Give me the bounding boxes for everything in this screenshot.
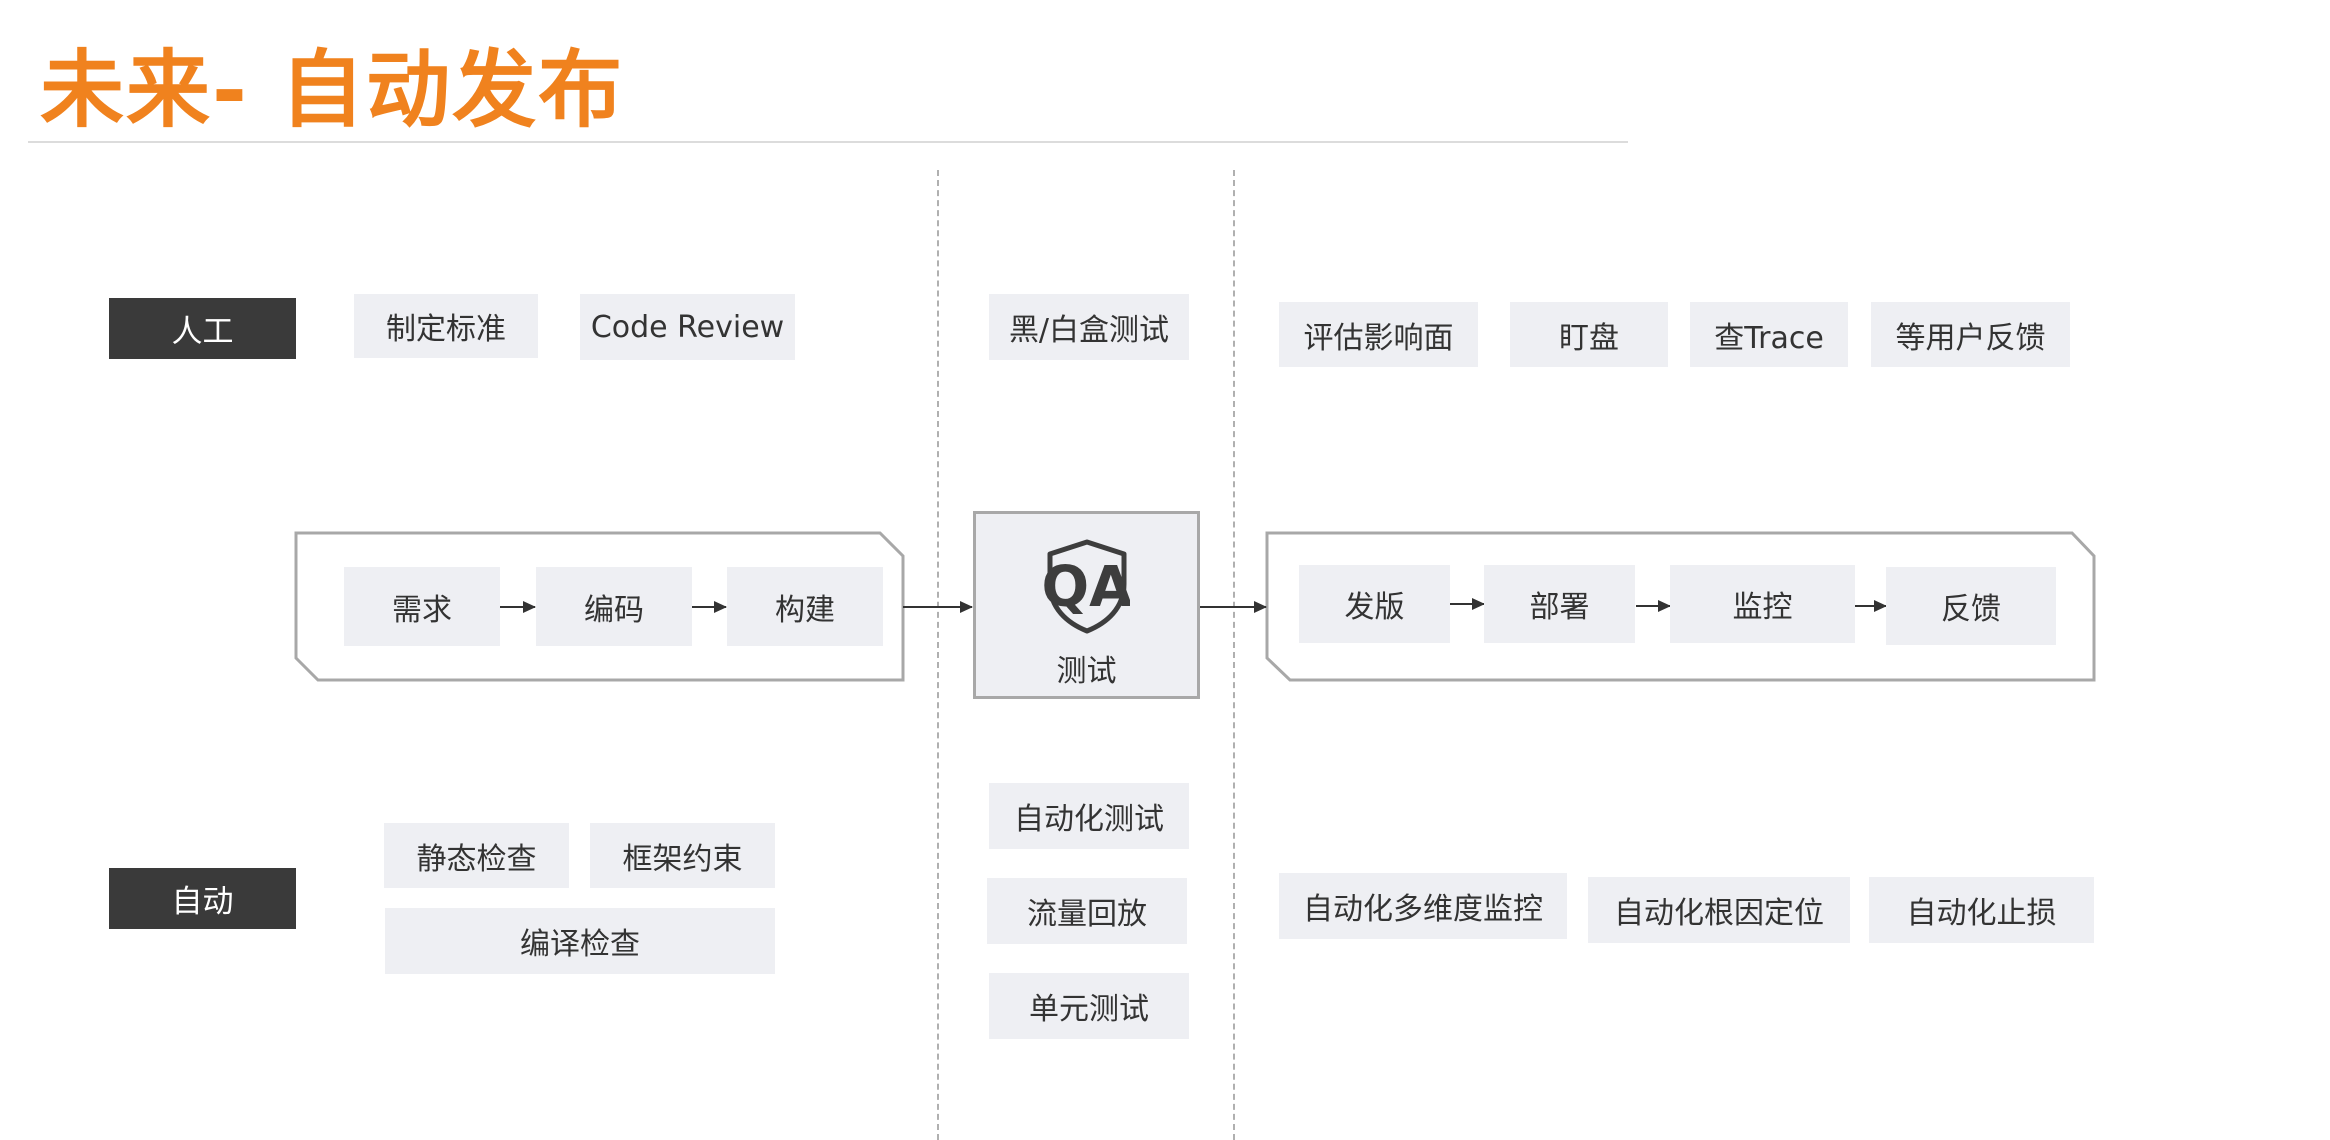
qa-test-box: QA 测试 <box>973 511 1200 699</box>
qa-icon-text: QA <box>1044 555 1130 620</box>
dev-stage-outline <box>294 531 905 682</box>
auto-stop-loss-box: 自动化止损 <box>1869 877 2094 943</box>
auto-monitor-box: 自动化多维度监控 <box>1279 873 1567 939</box>
pipeline-requirement-box: 需求 <box>344 567 500 646</box>
manual-trace-box: 查Trace <box>1690 302 1848 367</box>
auto-static-check-box: 静态检查 <box>384 823 569 888</box>
pipeline-release-box: 发版 <box>1299 565 1450 643</box>
stage-divider-left <box>937 170 939 1140</box>
manual-watch-box: 盯盘 <box>1510 302 1668 367</box>
auto-replay-box: 流量回放 <box>987 878 1187 944</box>
manual-feedback-box: 等用户反馈 <box>1871 302 2070 367</box>
stage-divider-right <box>1233 170 1235 1140</box>
auto-framework-box: 框架约束 <box>590 823 775 888</box>
manual-code-review-box: Code Review <box>580 294 795 360</box>
title-divider <box>28 141 1628 143</box>
row-label-auto: 自动 <box>109 868 296 929</box>
shield-icon: QA <box>1044 539 1130 634</box>
manual-test-box: 黑/白盒测试 <box>989 294 1189 360</box>
manual-impact-box: 评估影响面 <box>1279 302 1478 367</box>
pipeline-feedback-box: 反馈 <box>1886 567 2056 645</box>
auto-test-box: 自动化测试 <box>989 783 1189 849</box>
pipeline-deploy-box: 部署 <box>1484 565 1635 643</box>
pipeline-coding-box: 编码 <box>536 567 692 646</box>
auto-unit-test-box: 单元测试 <box>989 973 1189 1039</box>
pipeline-build-box: 构建 <box>727 567 883 646</box>
auto-compile-check-box: 编译检查 <box>385 908 775 974</box>
release-stage-outline <box>1265 531 2096 682</box>
page-title: 未来- 自动发布 <box>40 41 625 139</box>
auto-root-cause-box: 自动化根因定位 <box>1588 877 1850 943</box>
row-label-manual: 人工 <box>109 298 296 359</box>
pipeline-monitor-box: 监控 <box>1670 565 1855 643</box>
qa-test-label: 测试 <box>1056 654 1117 689</box>
manual-standard-box: 制定标准 <box>354 294 538 358</box>
